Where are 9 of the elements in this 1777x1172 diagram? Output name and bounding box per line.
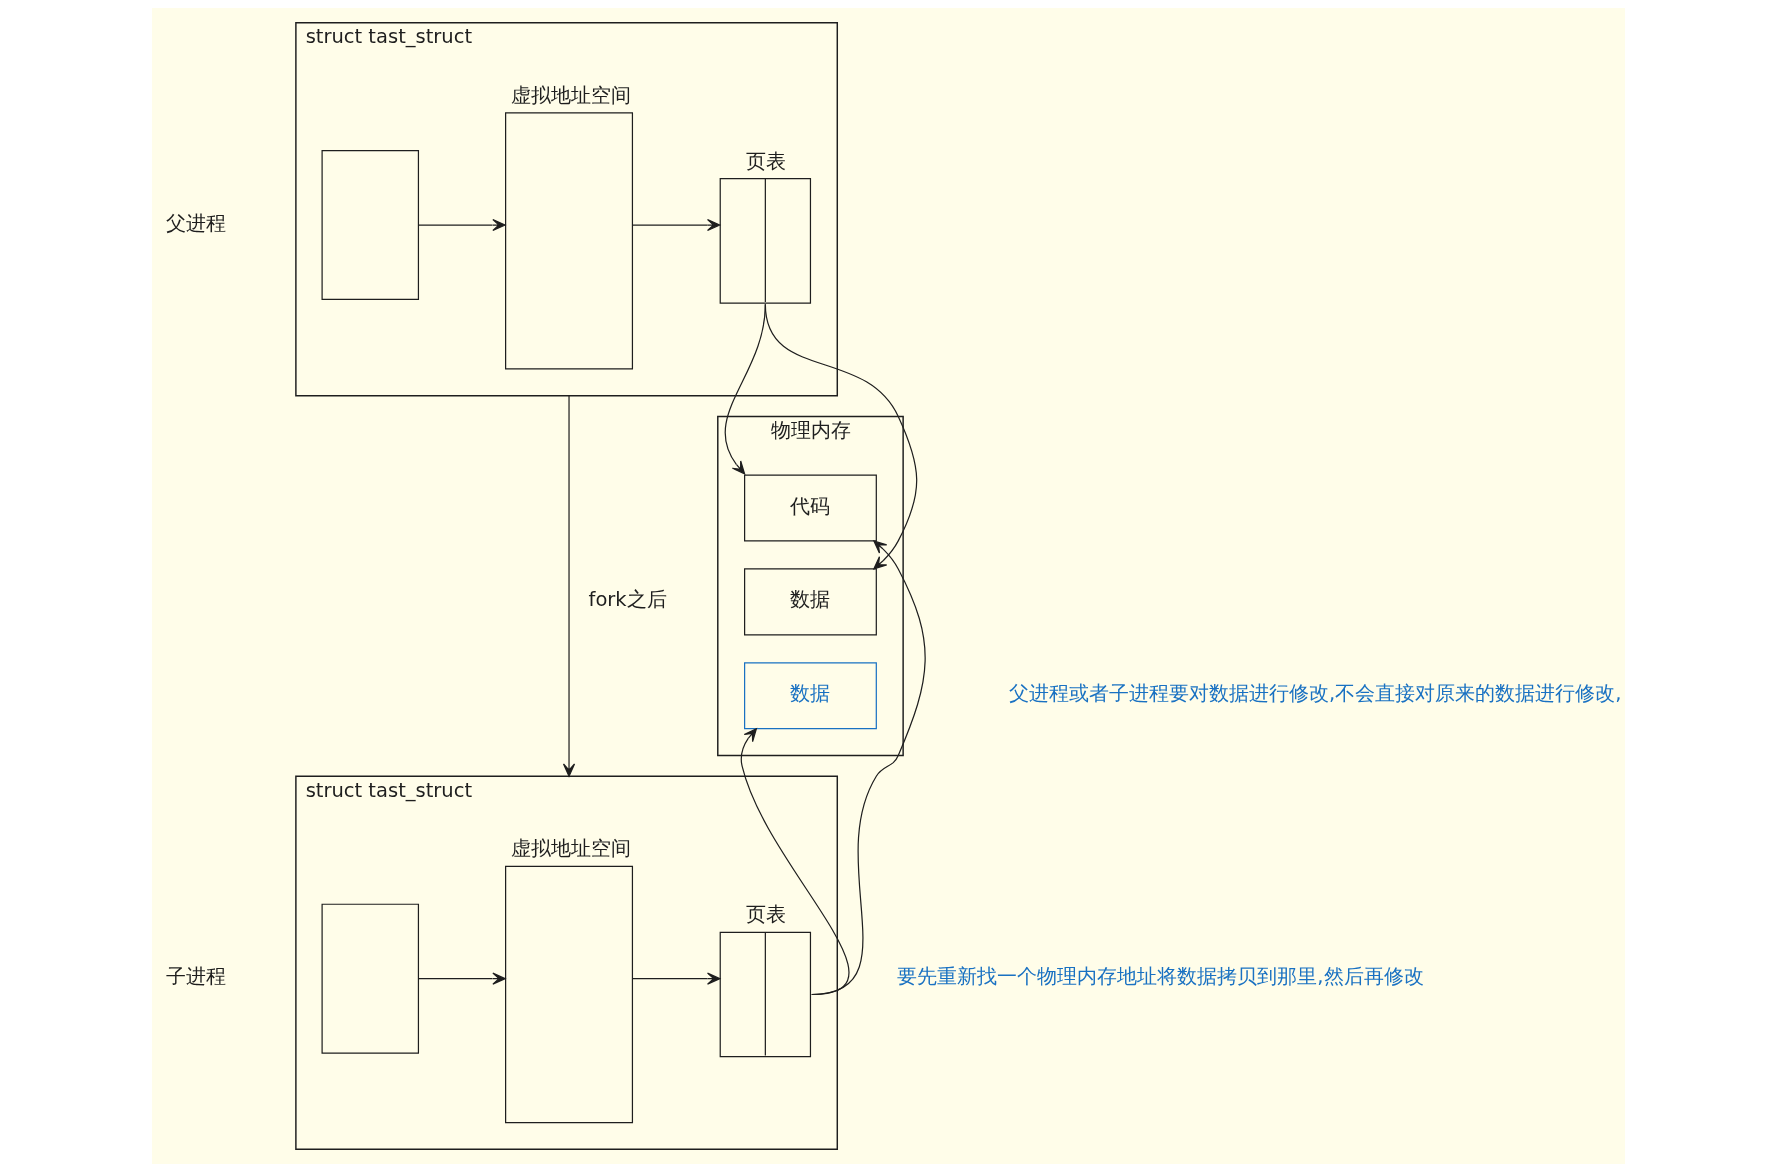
node-label: 虚拟地址空间 [511, 837, 632, 861]
node-label: 页表 [745, 903, 786, 927]
label: 要先重新找一个物理内存地址将数据拷贝到那里,然后再修改 [897, 965, 1424, 989]
node-label: 页表 [745, 149, 786, 173]
label: 父进程或者子进程要对数据进行修改,不会直接对原来的数据进行修改, [1009, 682, 1622, 706]
node-label: 父进程 [165, 211, 226, 235]
node-label: 虚拟地址空间 [511, 83, 632, 107]
edge-label: fork之后 [588, 588, 667, 612]
node-label: 子进程 [165, 965, 226, 989]
